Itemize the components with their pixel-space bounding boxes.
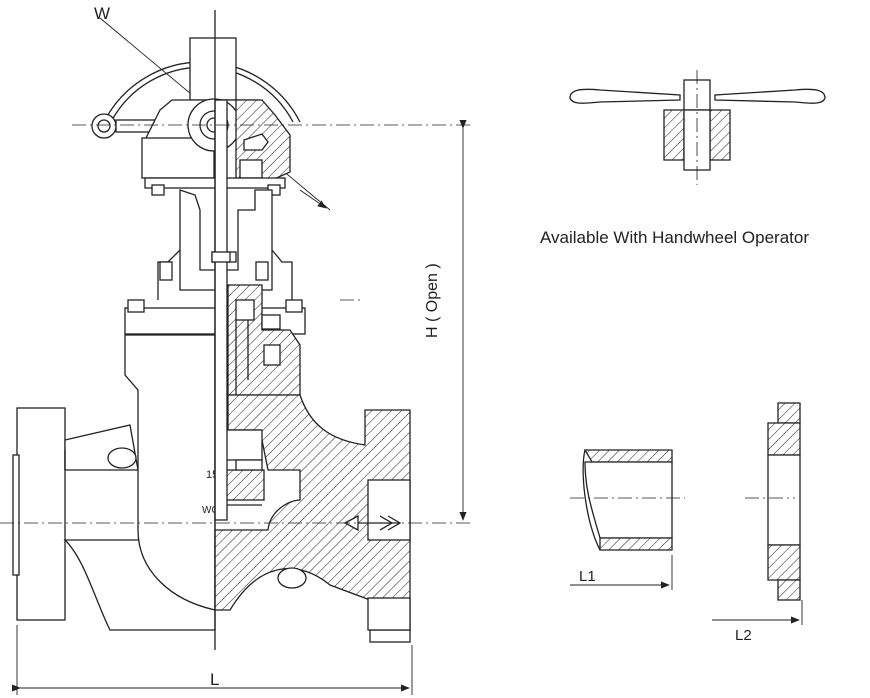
dimension-label-l2: L2 [735,627,752,644]
dimension-l [11,625,413,695]
svg-text:WC: WC [202,505,219,516]
stem [211,10,231,650]
dimension-label-h: H ( Open ) [424,263,441,338]
gearbox [141,37,291,196]
handwheel-operator [569,70,826,185]
dimension-w [299,189,327,209]
butt-weld-end [570,449,685,590]
dimension-label-w: W [94,4,111,23]
dimension-label-l: L [210,670,220,689]
dimension-label-l1: L1 [579,568,596,585]
valve-body: 15 WC [12,334,411,643]
handwheel-operator-caption: Available With Handwheel Operator [540,228,809,247]
flange-end [712,402,803,625]
center-lines [0,124,470,524]
